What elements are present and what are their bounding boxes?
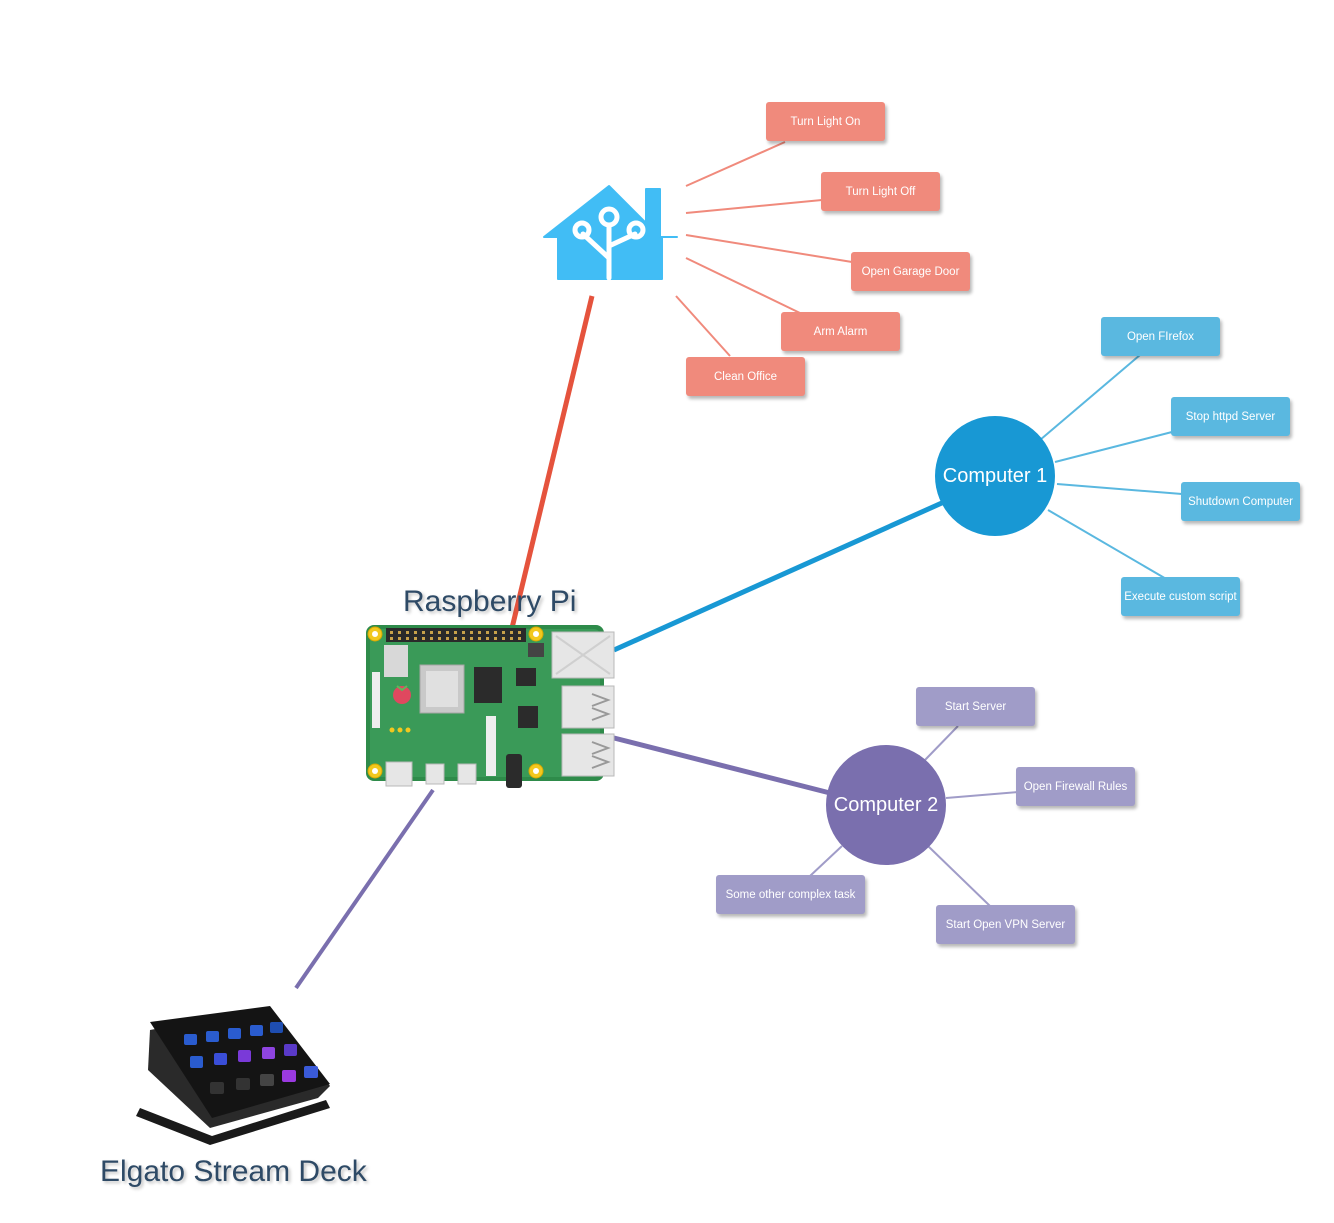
home-assistant-icon — [543, 185, 678, 281]
action-stop-httpd-server[interactable]: Stop httpd Server — [1171, 397, 1290, 436]
action-arm-alarm[interactable]: Arm Alarm — [781, 312, 900, 351]
action-turn-light-on[interactable]: Turn Light On — [766, 102, 885, 141]
raspberry-pi-board-icon — [366, 625, 615, 788]
connector-pi-home-assistant — [509, 295, 595, 629]
home-assistant-action-links — [675, 141, 853, 357]
action-start-server[interactable]: Start Server — [916, 687, 1035, 726]
computer2-node[interactable]: Computer 2 — [826, 745, 946, 865]
action-turn-light-off[interactable]: Turn Light Off — [821, 172, 940, 211]
action-open-firefox[interactable]: Open FIrefox — [1101, 317, 1220, 356]
action-start-open-vpn-server[interactable]: Start Open VPN Server — [936, 905, 1075, 944]
action-some-other-complex-task[interactable]: Some other complex task — [716, 875, 865, 914]
action-execute-custom-script[interactable]: Execute custom script — [1121, 577, 1240, 616]
computer2-action-links — [809, 725, 1019, 907]
computer1-node[interactable]: Computer 1 — [935, 416, 1055, 536]
computer1-action-links — [1039, 354, 1183, 581]
stream-deck-icon — [136, 1006, 330, 1145]
action-shutdown-computer[interactable]: Shutdown Computer — [1181, 482, 1300, 521]
raspberry-pi-title: Raspberry Pi — [403, 585, 577, 618]
action-clean-office[interactable]: Clean Office — [686, 357, 805, 396]
connector-pi-computer1 — [612, 499, 946, 653]
action-open-garage-door[interactable]: Open Garage Door — [851, 252, 970, 291]
connector-pi-computer2 — [613, 735, 831, 796]
connector-pi-stream-deck — [294, 788, 435, 990]
stream-deck-title: Elgato Stream Deck — [100, 1155, 367, 1188]
action-open-firewall-rules[interactable]: Open Firewall Rules — [1016, 767, 1135, 806]
